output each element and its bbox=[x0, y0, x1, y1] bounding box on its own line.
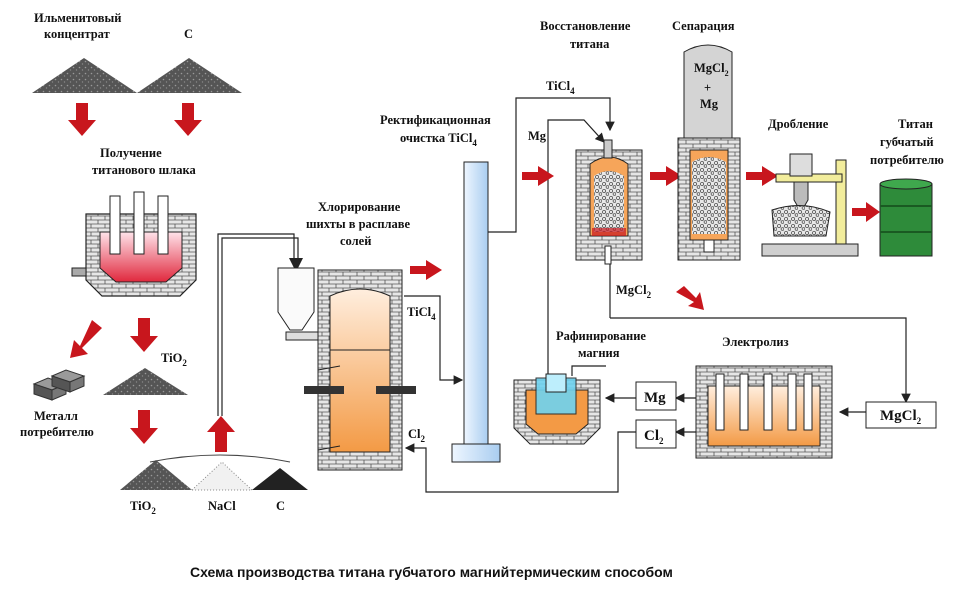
metal-ingots bbox=[32, 369, 86, 401]
red-arrow-up bbox=[207, 416, 235, 452]
nacl-pile bbox=[190, 461, 254, 491]
titan-label-3: потребителю bbox=[870, 153, 944, 167]
mg-box bbox=[635, 381, 677, 411]
red-arrow-down-1 bbox=[68, 103, 96, 136]
red-arrow-right-2 bbox=[522, 166, 554, 186]
rectification-label-2: очистка TiCl4 bbox=[400, 131, 477, 148]
titan-label-1: Титан bbox=[898, 117, 933, 131]
separation-label: Сепарация bbox=[672, 19, 735, 33]
ticl4-top-label: TiCl4 bbox=[546, 79, 575, 96]
rectification-label-1: Ректификационная bbox=[380, 113, 491, 127]
mgcl2-to-box-pipe bbox=[610, 317, 911, 404]
diagram-caption: Схема производства титана губчатого магн… bbox=[190, 564, 673, 580]
mg-feed-pipe bbox=[547, 119, 605, 388]
cl2-box bbox=[635, 419, 677, 449]
tio2-bottom-label: TiO2 bbox=[130, 499, 156, 516]
ticl4-pipe bbox=[404, 295, 464, 385]
chlorination-label-3: солей bbox=[340, 234, 371, 248]
titan-drum bbox=[879, 178, 933, 257]
mgcl2-box-label: MgCl2 bbox=[880, 408, 922, 426]
chlorination-hopper bbox=[277, 267, 341, 341]
mgcl2-box bbox=[865, 401, 937, 429]
chlorination-label-1: Хлорирование bbox=[318, 200, 401, 214]
chlorination-label-2: шихты в расплаве bbox=[306, 217, 411, 231]
refining-label-1: Рафинирование bbox=[556, 329, 646, 343]
mg-in-label: Mg bbox=[528, 129, 547, 143]
feed-brace bbox=[149, 454, 291, 463]
ilmenite-label-2: концентрат bbox=[44, 27, 110, 41]
carbon-bottom-label: C bbox=[276, 499, 285, 513]
red-arrow-right-1 bbox=[410, 260, 442, 280]
nacl-label: NaCl bbox=[208, 499, 236, 513]
carbon-top-label: C bbox=[184, 27, 193, 41]
cl2-box-label: Cl2 bbox=[644, 428, 664, 446]
cl2-in-label: Cl2 bbox=[408, 427, 426, 444]
slag-label-2: титанового шлака bbox=[92, 163, 197, 177]
electrolysis-label: Электролиз bbox=[722, 335, 789, 349]
sep-column-label-1: MgCl2 bbox=[694, 61, 729, 78]
red-arrow-right-3 bbox=[650, 166, 682, 186]
carbon-pile bbox=[137, 58, 242, 93]
refining-furnace bbox=[513, 373, 601, 445]
ilmenite-label-1: Ильменитовый bbox=[34, 11, 121, 25]
ticl4-out-label: TiCl4 bbox=[407, 305, 436, 322]
carbon-bottom-pile bbox=[252, 468, 308, 490]
separation-unit bbox=[677, 44, 741, 261]
electrolysis-cell bbox=[695, 365, 833, 459]
chlorination-reactor bbox=[304, 269, 416, 471]
slag-furnace bbox=[71, 191, 197, 297]
red-arrow-down-3 bbox=[130, 318, 158, 352]
red-arrow-diag-right bbox=[676, 286, 704, 310]
reduction-reactor bbox=[575, 139, 643, 265]
slag-label-1: Получение bbox=[100, 146, 162, 160]
feed-pipe bbox=[217, 233, 295, 416]
red-arrow-right-4 bbox=[746, 166, 778, 186]
metal-label-1: Металл bbox=[34, 409, 78, 423]
tio2-side-label: TiO2 bbox=[161, 351, 187, 368]
tio2-bottom-pile bbox=[120, 460, 192, 490]
ilmenite-pile bbox=[32, 58, 137, 93]
refining-label-2: магния bbox=[578, 346, 620, 360]
rectification-column bbox=[451, 161, 501, 463]
reduction-label-1: Восстановление bbox=[540, 19, 631, 33]
crushing-label: Дробление bbox=[768, 117, 829, 131]
crusher bbox=[761, 153, 859, 257]
reduction-label-2: титана bbox=[570, 37, 610, 51]
mg-box-label: Mg bbox=[644, 390, 666, 406]
sep-column-label-2: + bbox=[704, 81, 711, 95]
red-arrow-down-4 bbox=[130, 410, 158, 444]
red-arrow-right-5 bbox=[852, 202, 880, 222]
titan-label-2: губчатый bbox=[880, 135, 934, 149]
red-arrow-down-2 bbox=[174, 103, 202, 136]
ticl4-top-pipe bbox=[488, 97, 615, 233]
red-arrow-diag-left bbox=[70, 320, 102, 358]
tio2-side-pile bbox=[103, 368, 188, 395]
cl2-return-pipe bbox=[404, 431, 642, 493]
metal-label-2: потребителю bbox=[20, 425, 94, 439]
mgcl2-flow-label: MgCl2 bbox=[616, 283, 652, 300]
sep-column-label-3: Mg bbox=[700, 97, 719, 111]
